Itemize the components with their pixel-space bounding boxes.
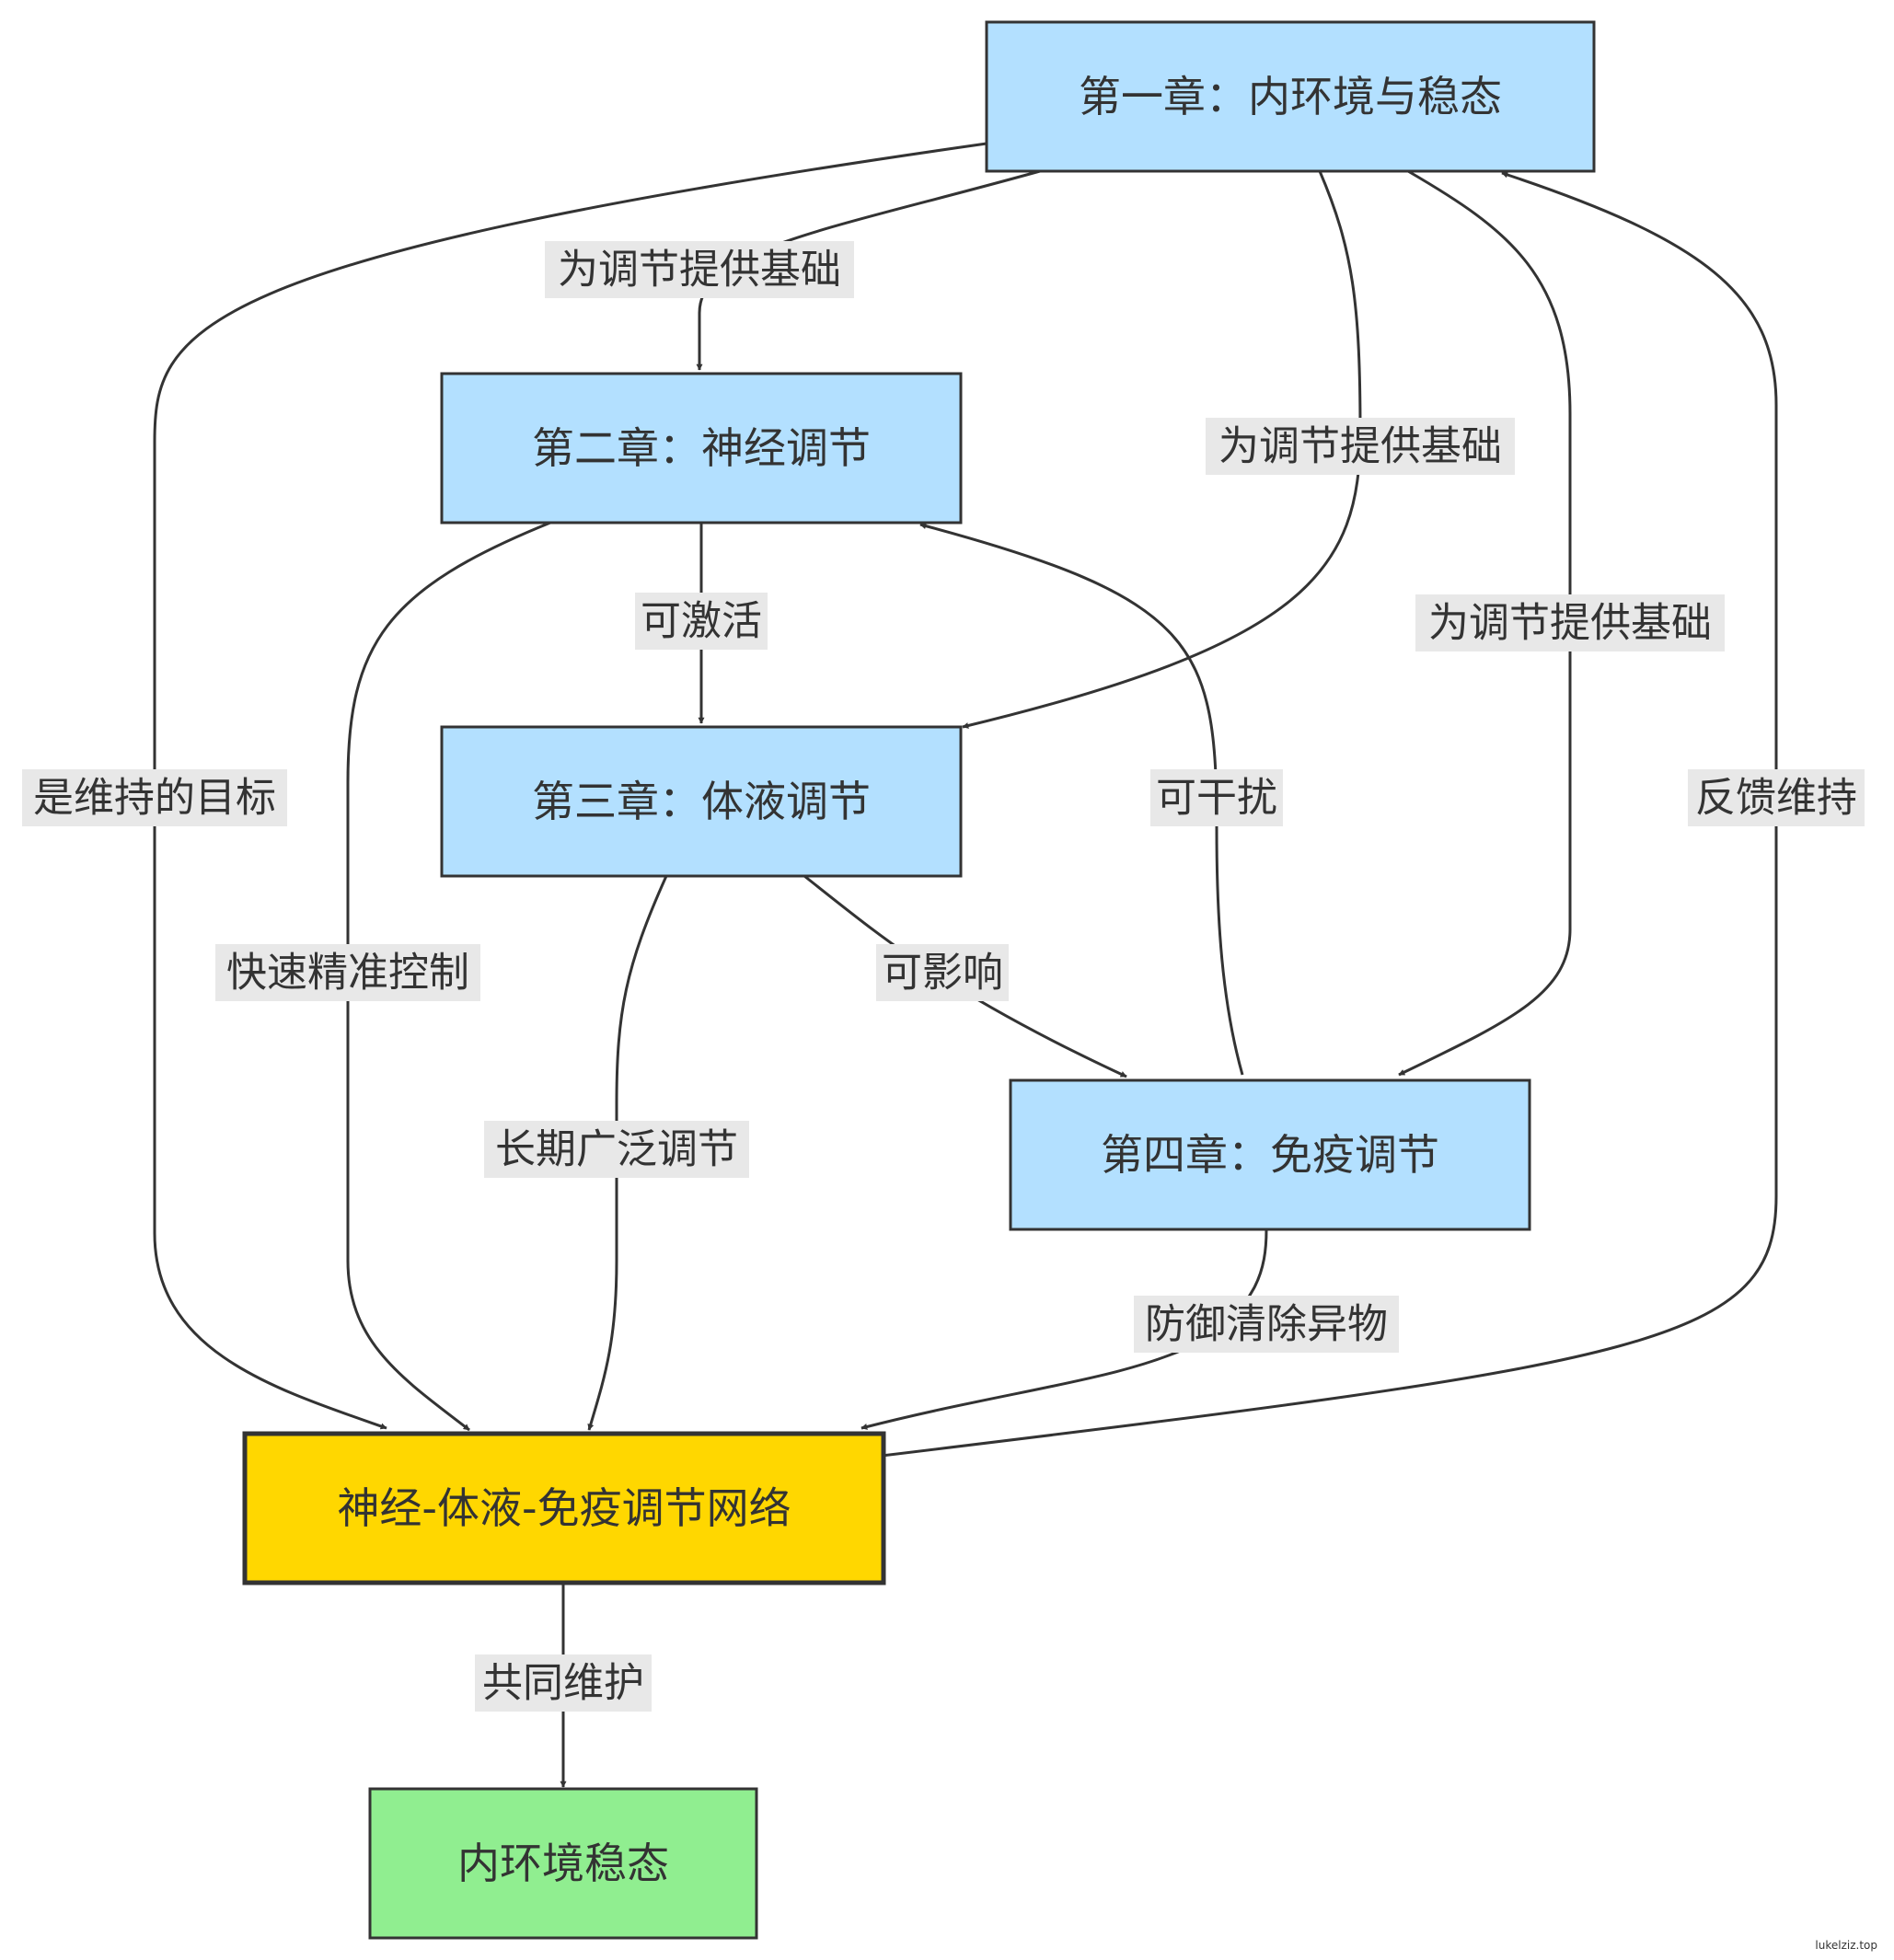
edge-label-ch1-net: 是维持的目标 bbox=[33, 775, 276, 822]
edge-ch1-ch4 bbox=[1398, 169, 1572, 1077]
node-homeostasis-box bbox=[368, 1787, 758, 1940]
node-network[interactable]: 神经-体液-免疫调节网络 bbox=[242, 1431, 886, 1585]
edge-label-bg bbox=[475, 1654, 652, 1712]
edge-label-ch4-ch2: 可干扰 bbox=[1156, 775, 1277, 822]
edge-label-net-homeo: 共同维护 bbox=[482, 1660, 644, 1707]
edge-ch1-net bbox=[153, 142, 987, 1430]
edge-label-bg bbox=[1134, 1296, 1399, 1353]
edge-ch3-net bbox=[587, 875, 668, 1431]
edge-ch1-ch3 bbox=[962, 170, 1362, 729]
edge-label-ch2-net: 快速精准控制 bbox=[226, 950, 469, 997]
edge-ch2-net bbox=[346, 521, 551, 1432]
node-ch2[interactable]: 第二章：神经调节 bbox=[440, 372, 963, 525]
edge-label-bg bbox=[1150, 769, 1283, 826]
nodes: 第一章：内环境与稳态 第二章：神经调节 第三章：体液调节 第四章：免疫调节 神经… bbox=[242, 20, 1596, 1940]
node-ch3-box bbox=[440, 725, 963, 878]
node-network-label: 神经-体液-免疫调节网络 bbox=[337, 1483, 791, 1533]
edge-label-bg bbox=[1415, 594, 1725, 651]
edge-label-ch4-net: 防御清除异物 bbox=[1145, 1301, 1388, 1348]
edge-label-bg bbox=[1206, 418, 1515, 475]
node-homeostasis[interactable]: 内环境稳态 bbox=[368, 1787, 758, 1940]
edge-label-ch3-ch4: 可影响 bbox=[882, 950, 1003, 997]
node-ch4[interactable]: 第四章：免疫调节 bbox=[1009, 1078, 1531, 1231]
node-homeostasis-label: 内环境稳态 bbox=[457, 1839, 669, 1888]
node-ch3[interactable]: 第三章：体液调节 bbox=[440, 725, 963, 878]
edge-label-net-ch1: 反馈维持 bbox=[1695, 775, 1857, 822]
node-ch2-label: 第二章：神经调节 bbox=[532, 423, 871, 473]
edge-label-bg bbox=[876, 944, 1009, 1001]
node-ch2-box bbox=[440, 372, 963, 525]
node-ch1-box bbox=[985, 20, 1596, 173]
edge-label-ch2-ch3: 可激活 bbox=[641, 598, 762, 645]
edge-label-ch1-ch3: 为调节提供基础 bbox=[1218, 423, 1502, 470]
node-ch4-label: 第四章：免疫调节 bbox=[1101, 1130, 1439, 1180]
edge-label-bg bbox=[484, 1121, 749, 1178]
edge-label-bg bbox=[635, 593, 768, 650]
edge-label-bg bbox=[215, 944, 480, 1001]
edge-label-bg bbox=[22, 769, 287, 826]
node-ch4-box bbox=[1009, 1078, 1531, 1231]
edge-label-ch1-ch2: 为调节提供基础 bbox=[558, 247, 841, 294]
edge-ch4-net bbox=[860, 1228, 1268, 1430]
node-ch1[interactable]: 第一章：内环境与稳态 bbox=[985, 20, 1596, 173]
edge-label-ch3-net: 长期广泛调节 bbox=[495, 1126, 738, 1173]
node-ch1-label: 第一章：内环境与稳态 bbox=[1079, 72, 1502, 121]
watermark: lukelziz.top bbox=[1815, 1939, 1877, 1952]
edge-net-ch1 bbox=[881, 171, 1778, 1458]
node-network-box bbox=[242, 1431, 886, 1585]
edge-label-bg bbox=[1688, 769, 1865, 826]
node-ch3-label: 第三章：体液调节 bbox=[532, 777, 871, 826]
edge-labels: 为调节提供基础 为调节提供基础 为调节提供基础 是维持的目标 可激活 快速精准控… bbox=[22, 241, 1865, 1712]
edge-label-bg bbox=[545, 241, 854, 298]
edge-label-ch1-ch4: 为调节提供基础 bbox=[1428, 600, 1712, 647]
